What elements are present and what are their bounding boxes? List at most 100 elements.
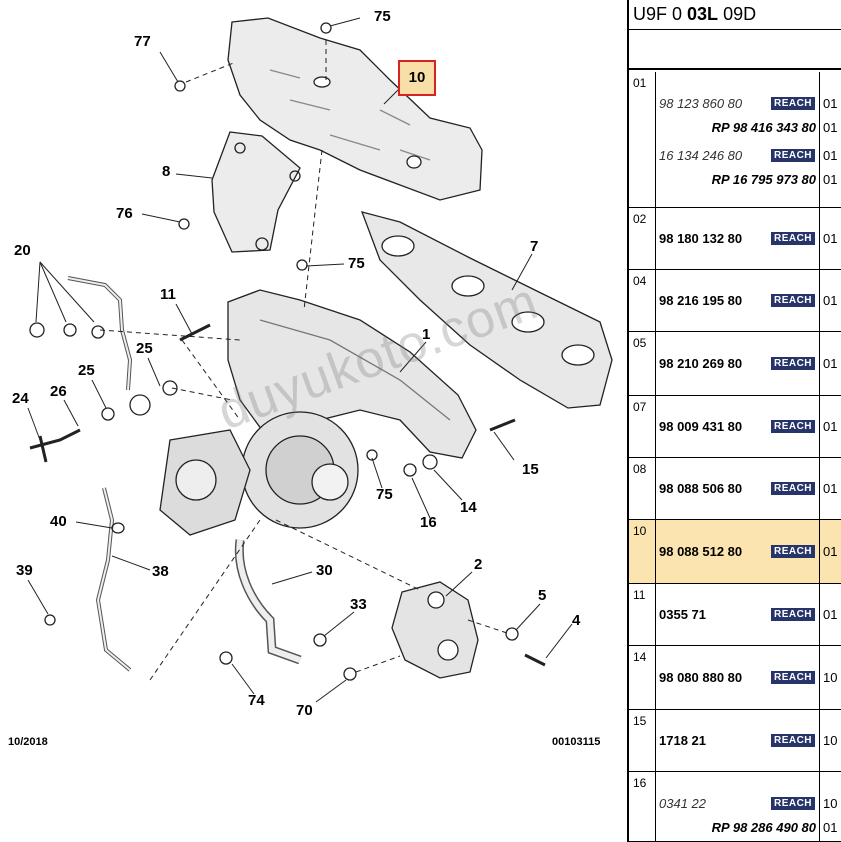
callout-2[interactable]: 2 (474, 556, 483, 573)
part-number[interactable]: 98 088 506 80 (659, 481, 743, 496)
model-code-bold: 03L (687, 4, 719, 24)
callout-25[interactable]: 25 (136, 340, 153, 357)
part-number[interactable]: 98 009 431 80 (659, 419, 743, 434)
part-number[interactable]: 98 216 195 80 (659, 293, 743, 308)
bracket-part (211, 131, 301, 253)
row-divider (819, 458, 820, 519)
row-index: 15 (633, 714, 647, 728)
callout-70[interactable]: 70 (296, 702, 313, 719)
callout-16[interactable]: 16 (420, 514, 437, 531)
header-blank-row (629, 30, 841, 70)
row-index: 10 (633, 524, 647, 538)
replacement-part-number[interactable]: RP 16 795 973 80 (711, 172, 816, 187)
reach-badge: REACH (771, 671, 815, 684)
reach-badge: REACH (771, 357, 815, 370)
callout-26[interactable]: 26 (50, 383, 67, 400)
quantity: 10 (823, 733, 838, 748)
part-number[interactable]: 16 134 246 80 (659, 148, 743, 163)
callout-75-c[interactable]: 75 (376, 486, 393, 503)
callout-39[interactable]: 39 (16, 562, 33, 579)
callout-11[interactable]: 11 (160, 286, 176, 303)
callout-76[interactable]: 76 (116, 205, 133, 222)
part-number[interactable]: 98 210 269 80 (659, 356, 743, 371)
model-code-suffix: 09D (718, 4, 757, 24)
part-number[interactable]: 1718 21 (659, 733, 706, 748)
row-index: 01 (633, 76, 647, 90)
callout-1[interactable]: 1 (422, 326, 431, 343)
quantity: 01 (823, 293, 838, 308)
part-number[interactable]: 98 123 860 80 (659, 96, 743, 111)
replacement-part-number[interactable]: RP 98 416 343 80 (711, 120, 816, 135)
callout-24[interactable]: 24 (12, 390, 29, 407)
row-index: 07 (633, 400, 647, 414)
row-divider (655, 520, 656, 583)
callout-20[interactable]: 20 (14, 242, 31, 259)
row-divider (655, 646, 656, 709)
parts-row-07[interactable]: 07 98 009 431 80 REACH 01 (629, 396, 841, 458)
row-index: 16 (633, 776, 647, 790)
diagram-drawing (27, 17, 613, 703)
row-index: 05 (633, 336, 647, 350)
row-divider (819, 332, 820, 395)
quantity: 01 (823, 481, 838, 496)
callout-30[interactable]: 30 (316, 562, 333, 579)
reach-badge: REACH (771, 420, 815, 433)
model-code-prefix: U9F 0 (633, 4, 688, 24)
quantity: 01 (823, 544, 838, 559)
selected-callout-10[interactable]: 10 (398, 60, 436, 96)
row-index: 11 (633, 588, 646, 602)
part-number[interactable]: 0341 22 (659, 796, 706, 811)
model-code-header: U9F 0 03L 09D (629, 0, 841, 30)
row-index: 04 (633, 274, 647, 288)
callout-77[interactable]: 77 (134, 33, 151, 50)
row-divider (655, 72, 656, 207)
replacement-part-number[interactable]: RP 98 286 490 80 (711, 820, 816, 835)
callout-38[interactable]: 38 (152, 563, 169, 580)
parts-row-08[interactable]: 08 98 088 506 80 REACH 01 (629, 458, 841, 520)
callout-7[interactable]: 7 (530, 238, 539, 255)
callout-75-b[interactable]: 75 (348, 255, 365, 272)
callout-14[interactable]: 14 (460, 499, 477, 516)
callout-4[interactable]: 4 (572, 612, 581, 629)
row-divider (655, 332, 656, 395)
reach-badge: REACH (771, 482, 815, 495)
row-index: 08 (633, 462, 647, 476)
callout-40[interactable]: 40 (50, 513, 67, 530)
reach-badge: REACH (771, 97, 815, 110)
part-number[interactable]: 98 088 512 80 (659, 544, 743, 559)
row-divider (819, 646, 820, 709)
parts-table: U9F 0 03L 09D 01 98 123 860 80 REACH 01 RP 9… (627, 0, 841, 842)
callout-15[interactable]: 15 (522, 461, 539, 478)
callout-25-b[interactable]: 25 (78, 362, 95, 379)
gasket-part (360, 211, 613, 409)
row-divider (655, 208, 656, 269)
quantity: 01 (823, 419, 838, 434)
row-divider (819, 710, 820, 771)
quantity: 01 (823, 96, 838, 111)
row-divider (655, 396, 656, 457)
row-divider (819, 520, 820, 583)
row-divider (819, 208, 820, 269)
row-divider (655, 772, 656, 841)
callout-8[interactable]: 8 (162, 163, 171, 180)
row-divider (819, 270, 820, 331)
part-number[interactable]: 98 080 880 80 (659, 670, 743, 685)
callout-33[interactable]: 33 (350, 596, 367, 613)
parts-row-15[interactable]: 15 1718 21 REACH 10 (629, 710, 841, 772)
part-number[interactable]: 0355 71 (659, 607, 706, 622)
part-number[interactable]: 98 180 132 80 (659, 231, 743, 246)
callout-75[interactable]: 75 (374, 8, 391, 25)
quantity: 01 (823, 607, 838, 622)
callout-74[interactable]: 74 (248, 692, 265, 709)
reach-badge: REACH (771, 734, 815, 747)
callout-5[interactable]: 5 (538, 587, 547, 604)
heat-shield-part (227, 17, 483, 201)
